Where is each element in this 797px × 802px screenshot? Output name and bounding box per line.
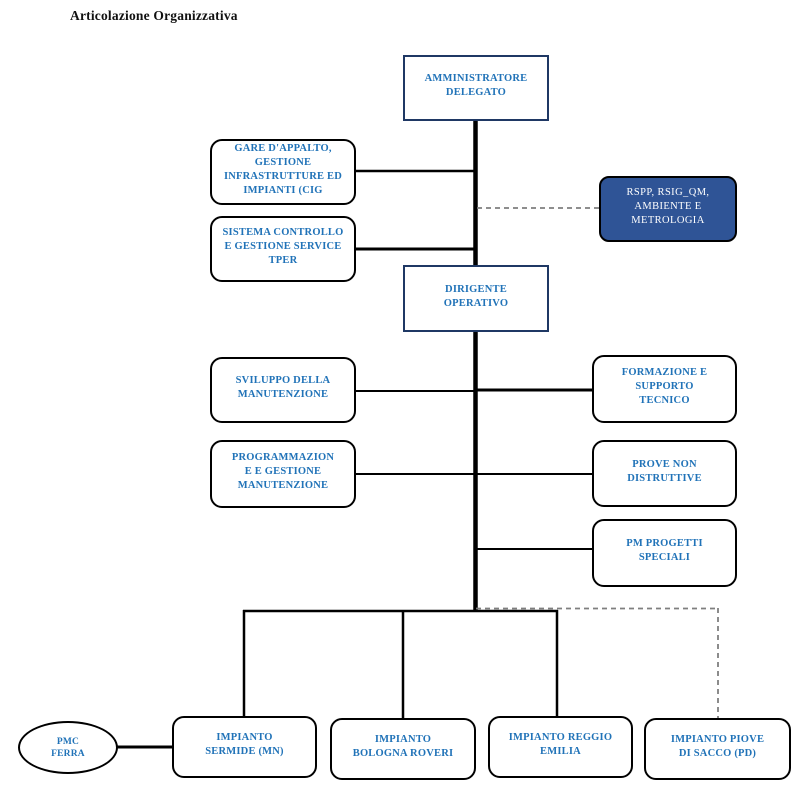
node-dirigente-operativo: DIRIGENTE OPERATIVO (403, 265, 549, 332)
node-amministratore-delegato: AMMINISTRATORE DELEGATO (403, 55, 549, 121)
node-label: PROGRAMMAZION E E GESTIONE MANUTENZIONE (231, 452, 335, 491)
node-pm-progetti-speciali: PM PROGETTI SPECIALI (592, 519, 737, 587)
node-rspp: RSPP, RSIG_QM, AMBIENTE E METROLOGIA (599, 176, 737, 242)
node-sistema-controllo: SISTEMA CONTROLLO E GESTIONE SERVICE TPE… (210, 216, 356, 282)
node-sviluppo-manutenzione: SVILUPPO DELLA MANUTENZIONE (210, 357, 356, 423)
node-gare-appalto: GARE D'APPALTO, GESTIONE INFRASTRUTTURE … (210, 139, 356, 205)
node-label: AMMINISTRATORE DELEGATO (424, 73, 528, 98)
node-label: IMPIANTO PIOVE DI SACCO (PD) (670, 734, 765, 759)
node-label: GARE D'APPALTO, GESTIONE INFRASTRUTTURE … (223, 143, 343, 196)
node-prove-non-distruttive: PROVE NON DISTRUTTIVE (592, 440, 737, 507)
page-title: Articolazione Organizzativa (70, 8, 238, 23)
node-pmc-ferrara: PMC FERRA (18, 721, 118, 774)
node-label: DIRIGENTE OPERATIVO (443, 283, 509, 309)
node-label: PM PROGETTI SPECIALI (626, 538, 703, 563)
node-label: FORMAZIONE E SUPPORTO TECNICO (621, 367, 708, 406)
node-impianto-reggio-emilia: IMPIANTO REGGIO EMILIA (488, 716, 633, 778)
node-label: SVILUPPO DELLA MANUTENZIONE (235, 375, 331, 400)
node-programmazione-gestione: PROGRAMMAZION E E GESTIONE MANUTENZIONE (210, 440, 356, 508)
node-formazione-supporto: FORMAZIONE E SUPPORTO TECNICO (592, 355, 737, 423)
node-label: SISTEMA CONTROLLO E GESTIONE SERVICE TPE… (222, 227, 344, 266)
node-label: IMPIANTO SERMIDE (MN) (205, 732, 284, 757)
node-label: PROVE NON DISTRUTTIVE (627, 458, 702, 484)
node-label: IMPIANTO BOLOGNA ROVERI (352, 734, 454, 759)
node-label: IMPIANTO REGGIO EMILIA (508, 732, 613, 757)
node-impianto-sermide: IMPIANTO SERMIDE (MN) (172, 716, 317, 778)
node-label: RSPP, RSIG_QM, AMBIENTE E METROLOGIA (626, 187, 710, 226)
node-label: PMC FERRA (51, 736, 85, 759)
node-impianto-bologna-roveri: IMPIANTO BOLOGNA ROVERI (330, 718, 476, 780)
node-impianto-piove-di-sacco: IMPIANTO PIOVE DI SACCO (PD) (644, 718, 791, 780)
